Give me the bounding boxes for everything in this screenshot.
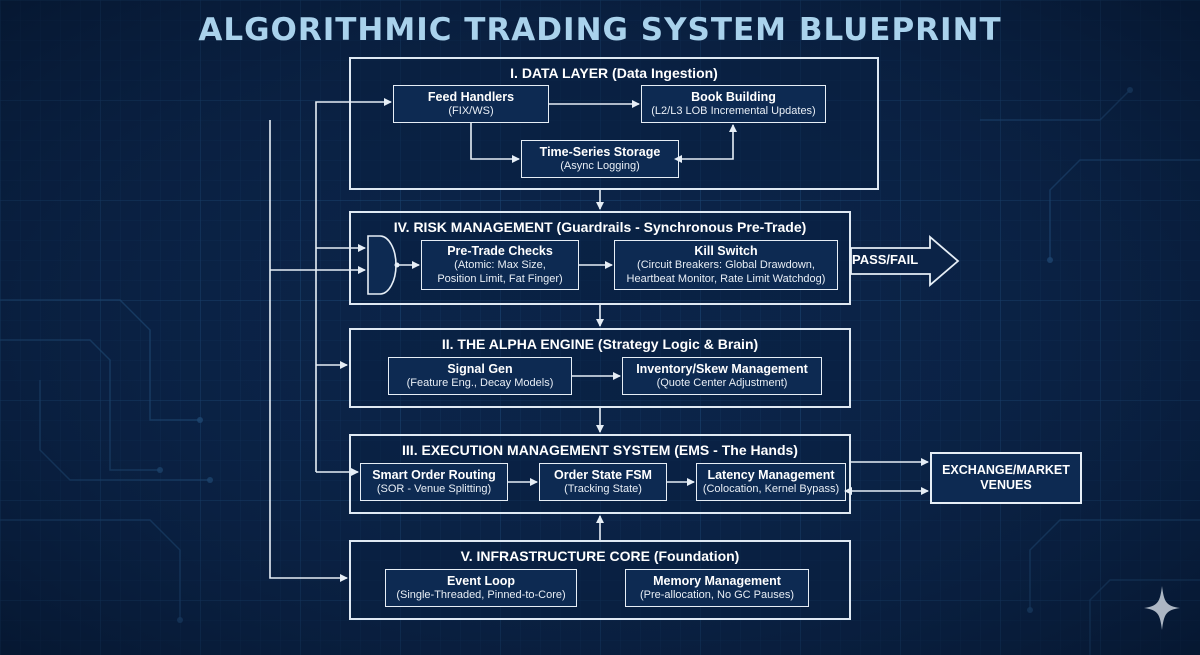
memory-sub: (Pre-allocation, No GC Pauses) [639, 589, 795, 601]
inventory-box: Inventory/Skew Management (Quote Center … [622, 357, 822, 395]
exchange-line2: VENUES [980, 478, 1032, 492]
time-series-title: Time-Series Storage [539, 145, 661, 159]
pretrade-checks-title: Pre-Trade Checks [447, 244, 553, 258]
and-gate-output-dot [394, 262, 400, 268]
kill-switch-sub1: (Circuit Breakers: Global Drawdown, [637, 259, 815, 271]
sor-sub: (SOR - Venue Splitting) [376, 483, 492, 495]
pretrade-checks-box: Pre-Trade Checks (Atomic: Max Size, Posi… [421, 240, 579, 290]
and-gate-icon [367, 235, 397, 295]
time-series-sub: (Async Logging) [560, 160, 640, 172]
pass-fail-label: PASS/FAIL [852, 252, 919, 267]
time-series-box: Time-Series Storage (Async Logging) [521, 140, 679, 178]
pretrade-checks-sub1: (Atomic: Max Size, [454, 259, 546, 271]
sor-title: Smart Order Routing [372, 468, 496, 482]
ems-title: III. EXECUTION MANAGEMENT SYSTEM (EMS - … [402, 442, 798, 458]
order-fsm-sub: (Tracking State) [564, 483, 642, 495]
latency-box: Latency Management (Colocation, Kernel B… [696, 463, 846, 501]
feed-handlers-title: Feed Handlers [427, 90, 515, 104]
data-layer-title: I. DATA LAYER (Data Ingestion) [510, 65, 718, 81]
outer-bus [269, 120, 348, 582]
event-loop-sub: (Single-Threaded, Pinned-to-Core) [396, 589, 566, 601]
signal-gen-title: Signal Gen [447, 362, 513, 376]
inventory-title: Inventory/Skew Management [636, 362, 808, 376]
left-bus [315, 98, 392, 472]
exchange-venues-box: EXCHANGE/MARKET VENUES [930, 452, 1082, 504]
signal-gen-sub: (Feature Eng., Decay Models) [406, 377, 554, 389]
event-loop-box: Event Loop (Single-Threaded, Pinned-to-C… [385, 569, 577, 607]
book-building-title: Book Building [691, 90, 776, 104]
book-building-sub: (L2/L3 LOB Incremental Updates) [651, 105, 816, 117]
feed-to-storage-arrow [470, 123, 520, 163]
pretrade-checks-sub2: Position Limit, Fat Finger) [437, 273, 563, 285]
memory-title: Memory Management [653, 574, 781, 588]
infrastructure-title: V. INFRASTRUCTURE CORE (Foundation) [460, 548, 740, 564]
kill-switch-title: Kill Switch [694, 244, 758, 258]
feed-handlers-box: Feed Handlers (FIX/WS) [393, 85, 549, 123]
order-fsm-title: Order State FSM [554, 468, 652, 482]
signal-gen-box: Signal Gen (Feature Eng., Decay Models) [388, 357, 572, 395]
alpha-engine-title: II. THE ALPHA ENGINE (Strategy Logic & B… [441, 336, 759, 352]
exchange-line1: EXCHANGE/MARKET [942, 463, 1070, 477]
kill-switch-box: Kill Switch (Circuit Breakers: Global Dr… [614, 240, 838, 290]
sparkle-icon [1144, 586, 1180, 630]
pass-fail-arrow-icon [850, 235, 960, 287]
risk-management-title: IV. RISK MANAGEMENT (Guardrails - Synchr… [393, 219, 807, 235]
page-title: ALGORITHMIC TRADING SYSTEM BLUEPRINT [198, 12, 1002, 48]
latency-title: Latency Management [707, 468, 835, 482]
feed-handlers-sub: (FIX/WS) [448, 105, 494, 117]
memory-box: Memory Management (Pre-allocation, No GC… [625, 569, 809, 607]
inventory-sub: (Quote Center Adjustment) [656, 377, 788, 389]
latency-sub: (Colocation, Kernel Bypass) [702, 483, 840, 495]
kill-switch-sub2: Heartbeat Monitor, Rate Limit Watchdog) [626, 273, 826, 285]
event-loop-title: Event Loop [446, 574, 516, 588]
order-fsm-box: Order State FSM (Tracking State) [539, 463, 667, 501]
book-building-box: Book Building (L2/L3 LOB Incremental Upd… [641, 85, 826, 123]
storage-book-arrow [674, 124, 737, 163]
sor-box: Smart Order Routing (SOR - Venue Splitti… [360, 463, 508, 501]
